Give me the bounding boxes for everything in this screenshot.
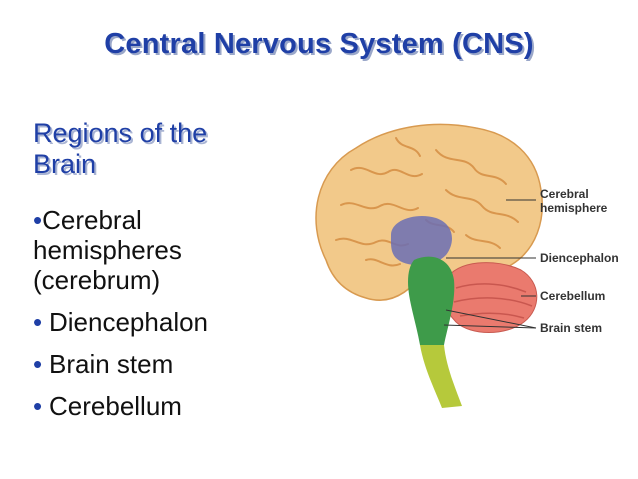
bullet-text: Cerebral hemispheres (cerebrum) [33, 205, 182, 295]
brainstem-shape [408, 256, 455, 345]
label-cerebral-line1: Cerebral [540, 187, 589, 201]
bullet-dot: • [33, 205, 43, 235]
leader-lines [443, 199, 537, 329]
bullet-text: Diencephalon [49, 307, 209, 337]
bullet-text: Brain stem [49, 349, 174, 379]
label-brain-stem: Brain stem [540, 321, 602, 335]
bullet-item: •Diencephalon [33, 307, 273, 337]
bullet-text: Cerebellum [49, 391, 182, 421]
bullet-dot: • [33, 349, 43, 379]
cerebrum-shape [315, 123, 543, 301]
bullet-item: •Brain stem [33, 349, 273, 379]
label-cerebral-line2: hemisphere [540, 201, 608, 215]
slide-subtitle: Regions of the Brain [33, 118, 208, 179]
bullet-list: •Cerebral hemispheres (cerebrum) •Dience… [33, 205, 273, 433]
bullet-dot: • [33, 307, 43, 337]
brain-diagram: Cerebral hemisphere Diencephalon Cerebel… [315, 123, 619, 408]
slide-title: Central Nervous System (CNS) [104, 28, 534, 60]
brain-illustration: Cerebral hemisphere Diencephalon Cerebel… [296, 110, 636, 410]
label-diencephalon: Diencephalon [540, 251, 619, 265]
cerebellum-folia [453, 283, 533, 319]
bullet-dot: • [33, 391, 43, 421]
diencephalon-shape [390, 215, 452, 266]
spinal-cord-shape [420, 345, 462, 408]
label-cerebellum: Cerebellum [540, 289, 605, 303]
bullet-item: •Cerebellum [33, 391, 273, 421]
bullet-item: •Cerebral hemispheres (cerebrum) [33, 205, 273, 295]
